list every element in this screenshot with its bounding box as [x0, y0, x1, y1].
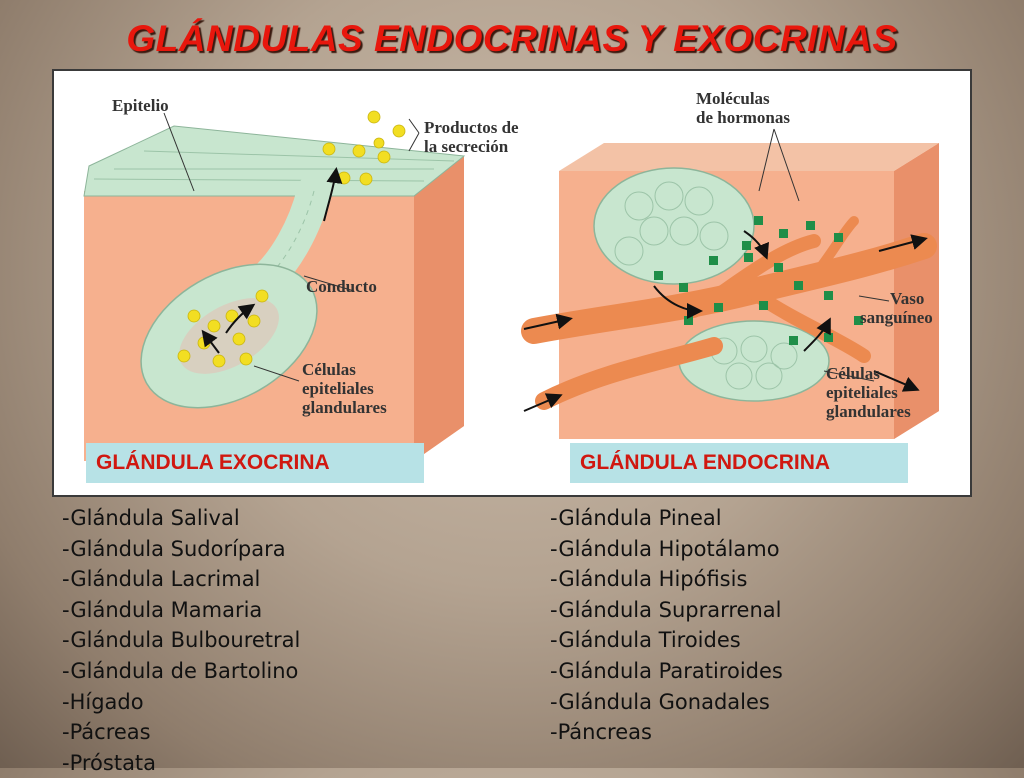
label-celulas-endo-1: Células: [826, 364, 880, 383]
list-item: -Glándula Salival: [62, 506, 240, 530]
caption-exocrine: GLÁNDULA EXOCRINA: [86, 443, 424, 483]
list-item: -Glándula Bulbouretral: [62, 628, 301, 653]
list-item: -Glándula Pineal: [550, 506, 722, 530]
label-vaso-2: sanguíneo: [860, 308, 933, 327]
hormone-molecules: [654, 216, 863, 345]
list-item: -Páncreas: [550, 720, 652, 745]
list-item: -Pácreas: [62, 720, 151, 745]
list-item: -Glándula Mamaria: [62, 597, 263, 622]
list-item: -Glándula Gonadales: [550, 689, 770, 714]
label-moleculas-2: de hormonas: [696, 108, 790, 127]
label-celulas-exo-1: Células: [302, 360, 356, 379]
label-moleculas-1: Moléculas: [696, 89, 770, 108]
exocrine-tissue-side: [414, 156, 464, 461]
label-epitelio: Epitelio: [112, 96, 169, 115]
endocrine-gland-list: -Glándula Pineal -Glándula Hipotálamo -G…: [550, 503, 783, 748]
endocrine-cell-cluster-bottom: [678, 320, 830, 402]
list-item: -Glándula Paratiroides: [550, 658, 783, 683]
label-productos-1: Productos de: [424, 118, 519, 137]
label-celulas-exo-2: epiteliales: [302, 379, 374, 398]
list-item: -Glándula Hipotálamo: [550, 536, 780, 561]
slide-title: GLÁNDULAS ENDOCRINAS Y EXOCRINAS: [126, 18, 898, 59]
label-vaso-1: Vaso: [890, 289, 924, 308]
endocrine-gland-illustration: Moléculas de hormonas Vaso sanguíneo Cél…: [521, 89, 939, 439]
diagram-illustration: Epitelio Productos de la secreción Condu…: [83, 89, 939, 461]
caption-endocrine: GLÁNDULA ENDOCRINA: [570, 443, 908, 483]
list-item: -Glándula Sudorípara: [62, 536, 286, 561]
label-celulas-exo-3: glandulares: [302, 398, 387, 417]
epithelium-layer: [83, 125, 466, 197]
list-item: -Próstata: [62, 750, 157, 775]
label-celulas-endo-3: glandulares: [826, 402, 911, 421]
exocrine-gland-illustration: Epitelio Productos de la secreción Condu…: [83, 96, 519, 461]
list-item: -Glándula de Bartolino: [62, 658, 299, 683]
endocrine-cell-cluster-top: [593, 167, 755, 285]
list-item: -Glándula Tiroides: [550, 628, 741, 653]
label-conducto: Conducto: [306, 277, 377, 296]
flow-arrows: [523, 230, 928, 412]
label-productos-2: la secreción: [424, 137, 509, 156]
list-item: -Glándula Suprarrenal: [550, 597, 782, 622]
exocrine-gland-list: -Glándula Salival -Glándula Sudorípara -…: [62, 503, 300, 778]
list-item: -Glándula Lacrimal: [62, 567, 261, 592]
label-celulas-endo-2: epiteliales: [826, 383, 898, 402]
gland-diagram: Epitelio Productos de la secreción Condu…: [52, 69, 972, 497]
list-item: -Glándula Hipófisis: [550, 567, 748, 592]
endocrine-tissue-side: [894, 143, 939, 439]
list-item: -Hígado: [62, 689, 144, 714]
